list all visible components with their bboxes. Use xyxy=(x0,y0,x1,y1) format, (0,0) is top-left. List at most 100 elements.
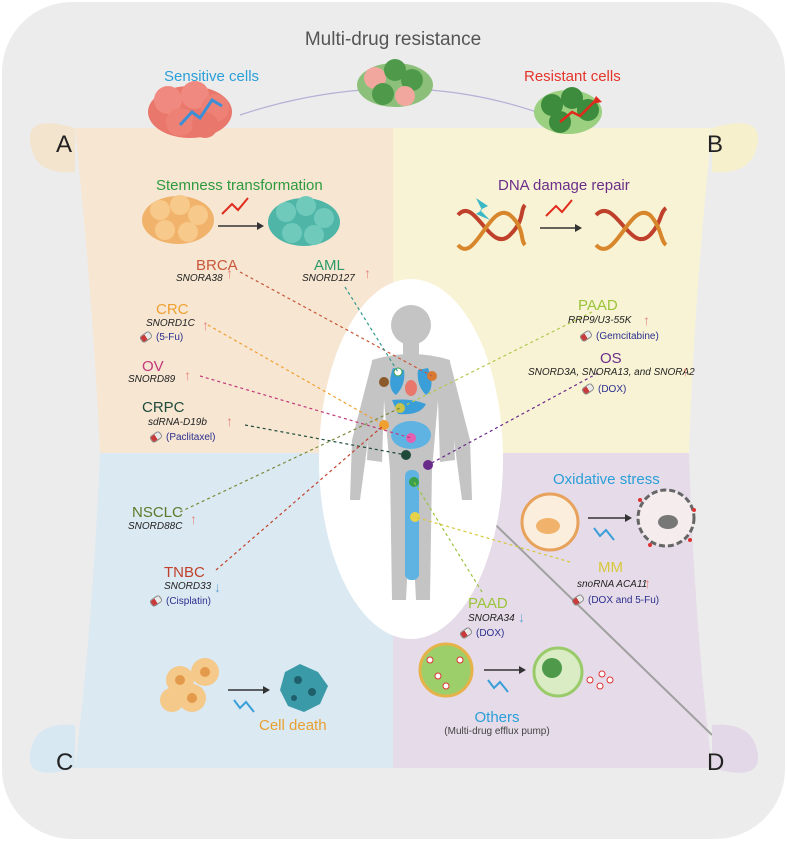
others-subheading: (Multi-drug efflux pump) xyxy=(444,726,550,737)
tnbc-drug-label: (Cisplatin) xyxy=(166,596,212,607)
dot-ov xyxy=(406,433,416,443)
mm-label: MM xyxy=(598,559,623,576)
top-connector-right xyxy=(429,89,546,116)
dot-liver xyxy=(379,377,389,387)
stemness-heading: Stemness transformation xyxy=(156,177,323,194)
ov-up-arrow-icon: ↑ xyxy=(184,367,191,383)
crpc-up-arrow-icon: ↑ xyxy=(226,413,233,429)
crpc-label: CRPC xyxy=(142,399,185,416)
aml-up-arrow-icon: ↑ xyxy=(364,265,371,281)
pill-icon xyxy=(570,593,586,608)
paad2-drug: (DOX) xyxy=(458,626,505,641)
ov-label: OV xyxy=(142,358,164,375)
corner-b-label: B xyxy=(707,131,724,158)
crc-up-arrow-icon: ↑ xyxy=(202,317,209,333)
dot-aml xyxy=(393,367,403,377)
figure-title: Multi-drug resistance xyxy=(304,29,482,50)
mm-snorna: snoRNA ACA11 xyxy=(577,579,648,590)
os-up-arrow-icon: ↑ xyxy=(682,363,689,379)
pill-icon xyxy=(578,329,594,344)
pill-icon xyxy=(148,430,164,445)
crc-snorna: SNORD1C xyxy=(146,318,195,329)
cell-death-trend-down-icon xyxy=(233,699,255,713)
diagonal-line xyxy=(469,499,713,736)
cell-death-before-icon xyxy=(160,658,219,712)
paad1-label: PAAD xyxy=(578,297,618,314)
dot-mm xyxy=(410,512,420,522)
connectors xyxy=(179,271,599,593)
mixed-cells-icon xyxy=(357,59,433,107)
efflux-cell-before-icon xyxy=(418,642,474,698)
brca-up-arrow-icon: ↑ xyxy=(226,265,233,281)
efflux-cell-after-icon xyxy=(532,646,614,698)
mm-drug-label: (DOX and 5-Fu) xyxy=(588,595,660,606)
cell-death-after-icon xyxy=(280,664,328,712)
oxidative-cell-before-icon xyxy=(520,492,580,552)
os-label: OS xyxy=(600,350,622,367)
oxidative-cell-after-icon xyxy=(636,488,696,548)
tnbc-drug: (Cisplatin) xyxy=(148,594,212,609)
crc-label: CRC xyxy=(156,301,189,318)
paad1-drug: (Gemcitabine) xyxy=(578,329,659,344)
pill-icon xyxy=(580,382,596,397)
nsclc-label: NSCLC xyxy=(132,504,183,521)
corner-d-tab xyxy=(712,724,759,773)
nsclc-snorna: SNORD88C xyxy=(128,521,183,532)
paad2-down-arrow-icon: ↓ xyxy=(518,609,525,625)
tnbc-label: TNBC xyxy=(164,564,205,581)
oxidative-heading: Oxidative stress xyxy=(553,471,660,488)
corner-a-tab xyxy=(29,123,75,173)
stem-cells-after-icon xyxy=(268,196,340,246)
oxidative-trend-down-icon xyxy=(593,527,615,541)
dna-damaged-icon xyxy=(456,198,527,251)
sensitive-cells-label: Sensitive cells xyxy=(164,68,260,85)
os-drug: (DOX) xyxy=(580,382,627,397)
paad2-label: PAAD xyxy=(468,595,508,612)
corner-c-tab xyxy=(29,724,75,773)
stem-trend-up-icon xyxy=(221,197,249,215)
dot-paad2 xyxy=(409,477,419,487)
aml-label: AML xyxy=(314,257,345,274)
resistant-cells-label: Resistant cells xyxy=(524,68,621,85)
others-heading: Others xyxy=(474,709,520,726)
cell-death-heading: Cell death xyxy=(259,717,327,734)
dna-heading: DNA damage repair xyxy=(498,177,630,194)
corner-a-label: A xyxy=(56,131,73,158)
paad2-drug-label: (DOX) xyxy=(476,628,505,639)
dna-repaired-icon xyxy=(594,206,668,251)
crpc-drug: (Paclitaxel) xyxy=(148,430,216,445)
corner-c-label: C xyxy=(56,749,74,776)
crc-drug-label: (5-Fu) xyxy=(156,332,184,343)
pill-icon xyxy=(138,330,154,345)
pill-icon xyxy=(148,594,164,609)
pill-icon xyxy=(458,626,474,641)
corner-b-tab xyxy=(712,123,759,173)
crpc-drug-label: (Paclitaxel) xyxy=(166,432,216,443)
corner-d-label: D xyxy=(707,749,725,776)
top-connector-left xyxy=(239,89,363,116)
paad2-snorna: SNORA34 xyxy=(468,613,515,624)
ov-snorna: SNORD89 xyxy=(128,374,176,385)
dot-paad xyxy=(395,403,405,413)
tnbc-down-arrow-icon: ↓ xyxy=(214,579,221,595)
dna-trend-up-icon xyxy=(545,199,573,217)
brca-snorna: SNORA38 xyxy=(176,273,223,284)
paad1-drug-label: (Gemcitabine) xyxy=(596,331,659,342)
sensitive-cells-icon xyxy=(148,81,232,138)
paad1-snorna: RRP9/U3-55K xyxy=(568,315,632,326)
efflux-trend-down-icon xyxy=(487,679,509,693)
os-snorna: SNORD3A, SNORA13, and SNORA2 xyxy=(528,367,695,378)
crc-drug: (5-Fu) xyxy=(138,330,184,345)
brca-label: BRCA xyxy=(196,257,238,274)
mm-up-arrow-icon: ↑ xyxy=(644,575,651,591)
resistant-cells-icon xyxy=(534,87,602,134)
paad1-up-arrow-icon: ↑ xyxy=(643,312,650,328)
crpc-snorna: sdRNA-D19b xyxy=(148,417,207,428)
tnbc-snorna: SNORD33 xyxy=(164,581,212,592)
mm-drug: (DOX and 5-Fu) xyxy=(570,593,660,608)
nsclc-up-arrow-icon: ↑ xyxy=(190,511,197,527)
os-drug-label: (DOX) xyxy=(598,384,627,395)
aml-snorna: SNORD127 xyxy=(302,273,355,284)
